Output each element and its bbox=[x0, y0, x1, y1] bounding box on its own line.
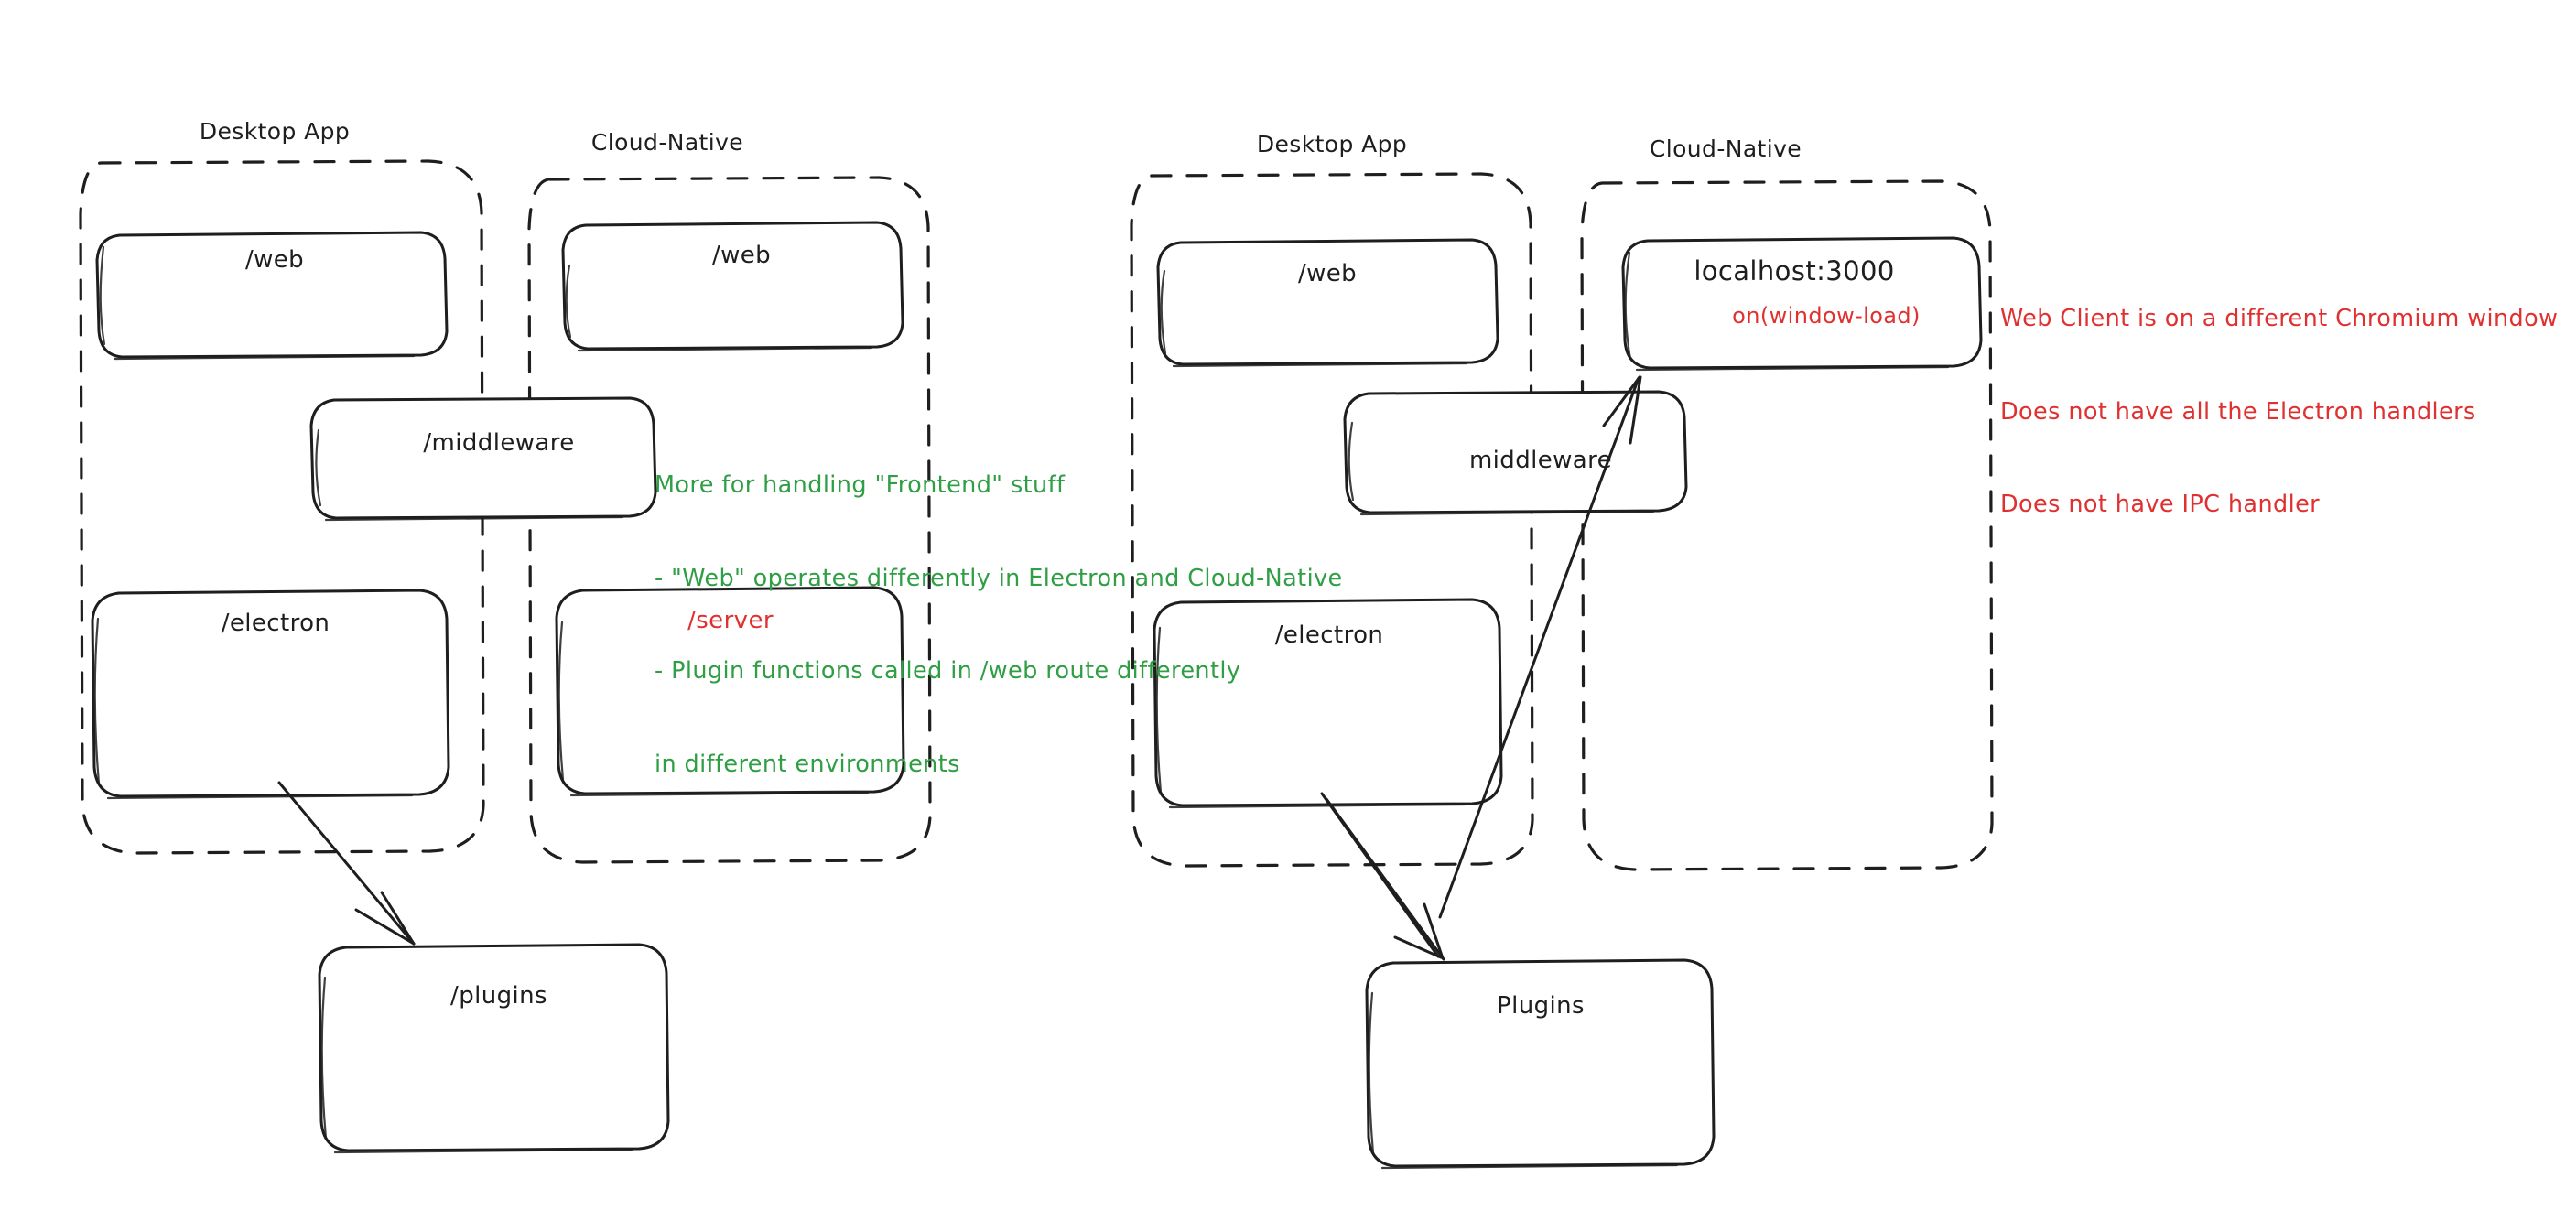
annotation-green-line-1: More for handling "Frontend" stuff bbox=[655, 470, 1066, 499]
box-label-web-desktop-left: /web bbox=[244, 246, 305, 274]
box-label-plugins-right: Plugins bbox=[1497, 992, 1585, 1020]
annotation-red-line-1: Web Client is on a different Chromium wi… bbox=[2000, 304, 2559, 332]
annotation-green-note: More for handling "Frontend" stuff - "We… bbox=[655, 408, 1343, 843]
box-web-desktop-left bbox=[95, 231, 449, 361]
box-label-electron-left: /electron bbox=[221, 610, 330, 637]
group-title-desktop-app-left: Desktop App bbox=[199, 118, 351, 145]
group-title-cloud-native-left: Cloud-Native bbox=[590, 129, 744, 156]
box-server-left bbox=[555, 586, 905, 797]
box-localhost-3000-right bbox=[1621, 236, 1983, 372]
box-label-middleware-right: middleware bbox=[1468, 447, 1613, 474]
box-label-electron-right: /electron bbox=[1274, 621, 1384, 649]
arrow-electron-to-plugins-right bbox=[1320, 792, 1445, 961]
box-middleware-left bbox=[309, 396, 657, 522]
annotation-green-line-3: - Plugin functions called in /web route … bbox=[655, 657, 1241, 686]
box-label-middleware-left: /middleware bbox=[423, 429, 575, 457]
box-web-desktop-right bbox=[1156, 238, 1499, 368]
annotation-green-line-2: - "Web" operates differently in Electron… bbox=[655, 564, 1343, 592]
group-frame-desktop-app-right bbox=[1130, 172, 1534, 868]
box-label-web-cloud-left: /web bbox=[711, 242, 772, 269]
box-sublabel-on-window-load: on(window-load) bbox=[1732, 303, 1921, 329]
box-label-server-left: /server bbox=[687, 607, 774, 634]
annotation-red-line-3: Does not have IPC handler bbox=[2000, 491, 2321, 519]
box-plugins-right bbox=[1365, 958, 1716, 1170]
annotation-red-line-2: Does not have all the Electron handlers bbox=[2000, 397, 2476, 426]
box-label-web-desktop-right: /web bbox=[1297, 260, 1358, 287]
arrow-electron-to-plugins-left bbox=[277, 781, 416, 946]
annotation-green-line-4: in different environments bbox=[655, 750, 960, 778]
box-label-plugins-left: /plugins bbox=[450, 982, 547, 1010]
group-frame-desktop-app-left bbox=[79, 159, 485, 855]
group-frame-cloud-native-left bbox=[527, 176, 932, 864]
group-frame-cloud-native-right bbox=[1580, 179, 1994, 871]
group-title-desktop-app-right: Desktop App bbox=[1256, 131, 1408, 157]
arrow-electron-to-localhost-right bbox=[1438, 375, 1642, 919]
box-electron-left bbox=[91, 589, 450, 800]
group-title-cloud-native-right: Cloud-Native bbox=[1649, 135, 1802, 162]
box-plugins-left bbox=[318, 943, 670, 1154]
box-electron-right bbox=[1153, 598, 1503, 809]
box-web-cloud-left bbox=[561, 221, 904, 352]
annotation-red-note: Web Client is on a different Chromium wi… bbox=[2000, 242, 2558, 583]
box-label-localhost-3000: localhost:3000 bbox=[1694, 255, 1895, 286]
